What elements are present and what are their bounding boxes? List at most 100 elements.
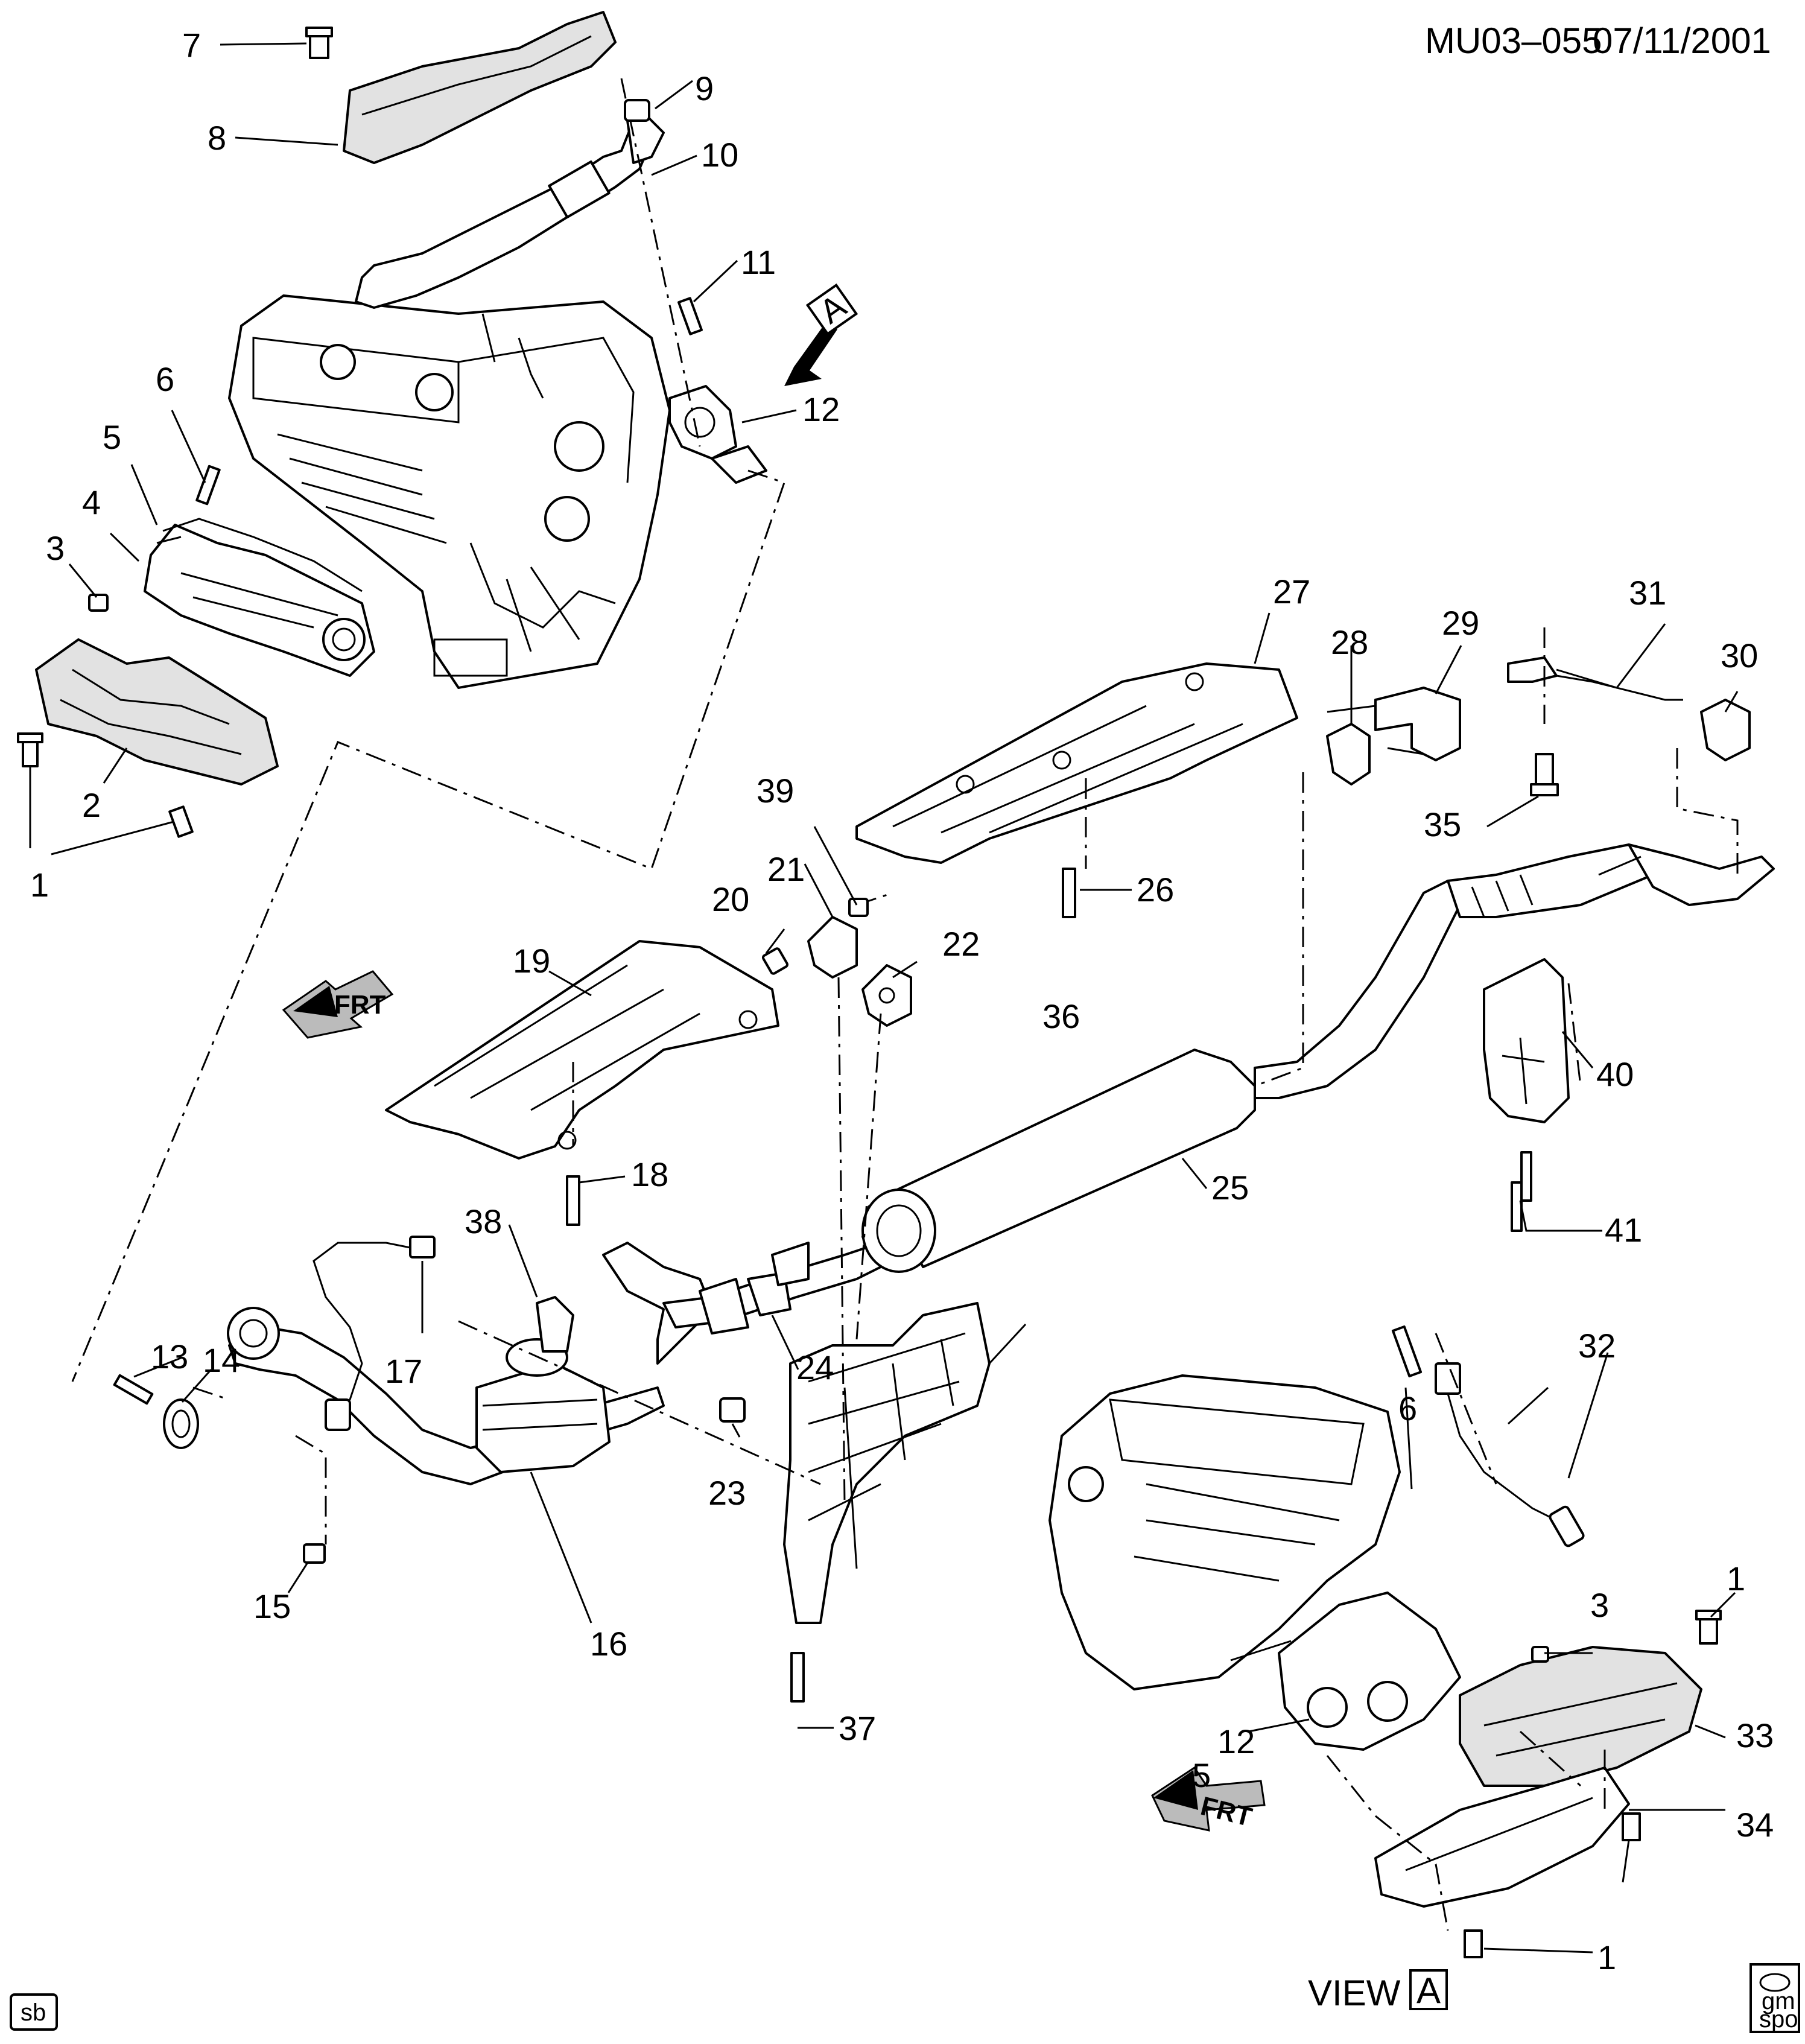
- front-arrow-icon: FRT: [1151, 1766, 1266, 1832]
- muffler: [861, 1049, 1256, 1273]
- nut-icon: [1531, 1646, 1549, 1663]
- bolt-icon: [168, 805, 194, 838]
- callout-2: 2: [82, 786, 101, 824]
- bolt-icon: [761, 947, 789, 975]
- manifold-lower-shield-right: [1374, 1766, 1630, 1908]
- nut-icon: [303, 1543, 326, 1564]
- gm-spo-logo: gm spo: [1749, 1963, 1800, 2033]
- logo-text-bottom: spo: [1759, 2006, 1798, 2033]
- callout-3: 3: [1590, 1586, 1609, 1624]
- callout-38: 38: [465, 1202, 502, 1240]
- floor-heat-shield-front: [385, 940, 779, 1160]
- callout-30: 30: [1721, 636, 1758, 674]
- callout-1: 1: [1727, 1560, 1745, 1598]
- nut-icon: [624, 99, 650, 122]
- assembly-centerlines: [71, 78, 1739, 1931]
- nut-icon: [848, 898, 869, 917]
- hanger-bracket: [807, 916, 858, 979]
- callout-13: 13: [151, 1338, 188, 1376]
- tailpipe-heat-shield: [1483, 958, 1570, 1123]
- crossover-heat-shield: [343, 11, 617, 164]
- stud-icon: [677, 297, 703, 335]
- hanger-insulator: [861, 964, 912, 1027]
- bolt-icon: [1464, 1929, 1483, 1958]
- exhaust-manifold-left: [144, 524, 375, 677]
- stud-icon: [790, 1652, 805, 1703]
- callout-24: 24: [796, 1348, 834, 1386]
- gasket-icon: [163, 1398, 199, 1449]
- manifold-heat-shield-right: [1459, 1646, 1702, 1787]
- callout-7: 7: [182, 26, 201, 64]
- drawing-id: MU03–055: [1425, 21, 1602, 61]
- callout-31: 31: [1629, 574, 1666, 612]
- pipe-clamp: [506, 1296, 574, 1377]
- sb-badge: sb: [10, 1993, 58, 2031]
- oxygen-sensor-front: [312, 1236, 436, 1431]
- rear-hanger-insulator: [1326, 723, 1371, 786]
- callout-4: 4: [82, 483, 101, 521]
- intermediate-pipe: [662, 1242, 894, 1335]
- callout-37: 37: [839, 1709, 876, 1747]
- manifold-gasket-left: [156, 518, 363, 592]
- callout-34: 34: [1736, 1806, 1774, 1844]
- nut-icon: [719, 1397, 746, 1423]
- callout-28: 28: [1331, 623, 1368, 661]
- underbody-heat-shield: [783, 1302, 991, 1624]
- stud-icon: [1062, 868, 1076, 918]
- callout-11: 11: [741, 243, 776, 281]
- tail-pipe: [1254, 843, 1775, 1099]
- callout-29: 29: [1442, 604, 1479, 642]
- callout-35: 35: [1424, 805, 1461, 843]
- stud-icon: [566, 1175, 580, 1226]
- callout-33: 33: [1736, 1716, 1774, 1754]
- engine-block-view-a: [1048, 1374, 1401, 1690]
- callout-leaders: [29, 42, 1739, 1954]
- callout-3: 3: [46, 529, 65, 567]
- manifold-heat-shield-left: [35, 638, 279, 786]
- callout-5: 5: [1192, 1756, 1211, 1794]
- callout-9: 9: [695, 69, 714, 107]
- oxygen-sensor-rear: [1435, 1362, 1585, 1547]
- bolt-icon: [1622, 1812, 1641, 1841]
- callout-1: 1: [1597, 1938, 1616, 1976]
- callout-39: 39: [757, 772, 794, 810]
- engine-block-illustration: [228, 294, 671, 689]
- callout-1: 1: [30, 866, 49, 904]
- bolt-icon: [1695, 1610, 1722, 1645]
- sb-badge-text: sb: [21, 1999, 46, 2026]
- crossover-pipe: [355, 113, 665, 309]
- callout-10: 10: [701, 136, 738, 174]
- callout-41: 41: [1605, 1211, 1642, 1249]
- nut-icon: [88, 594, 109, 612]
- callout-23: 23: [708, 1474, 746, 1512]
- callout-32: 32: [1578, 1327, 1616, 1365]
- callout-40: 40: [1596, 1055, 1634, 1093]
- stud-icon: [1511, 1151, 1532, 1232]
- front-marker-1-text: FRT: [334, 990, 386, 1020]
- exhaust-manifold-right: [1278, 1592, 1461, 1751]
- callout-12: 12: [802, 390, 840, 428]
- callout-6: 6: [1398, 1389, 1417, 1427]
- front-arrow-icon: FRT: [282, 970, 394, 1039]
- callout-6: 6: [156, 360, 174, 398]
- callout-20: 20: [712, 880, 749, 918]
- callout-21: 21: [767, 850, 805, 888]
- callout-27: 27: [1273, 573, 1310, 611]
- callout-15: 15: [253, 1587, 291, 1625]
- floor-heat-shield-rear: [855, 662, 1298, 864]
- tailpipe-hanger-rod: [1507, 656, 1683, 701]
- callout-8: 8: [208, 119, 226, 157]
- tailpipe-hanger-insulator: [1700, 699, 1751, 761]
- bolt-icon: [1530, 753, 1559, 796]
- stud-icon: [1391, 1325, 1423, 1378]
- view-a-label: VIEW A: [1308, 1969, 1448, 2013]
- callout-36: 36: [1042, 997, 1080, 1035]
- view-label-text: VIEW: [1308, 1973, 1401, 2013]
- view-a-arrow-icon: A: [784, 283, 858, 386]
- callout-16: 16: [590, 1625, 627, 1663]
- callout-25: 25: [1211, 1169, 1249, 1207]
- rear-hanger-bracket: [1327, 687, 1461, 761]
- callout-12: 12: [1217, 1722, 1255, 1760]
- drawing-date: 07/11/2001: [1593, 21, 1771, 61]
